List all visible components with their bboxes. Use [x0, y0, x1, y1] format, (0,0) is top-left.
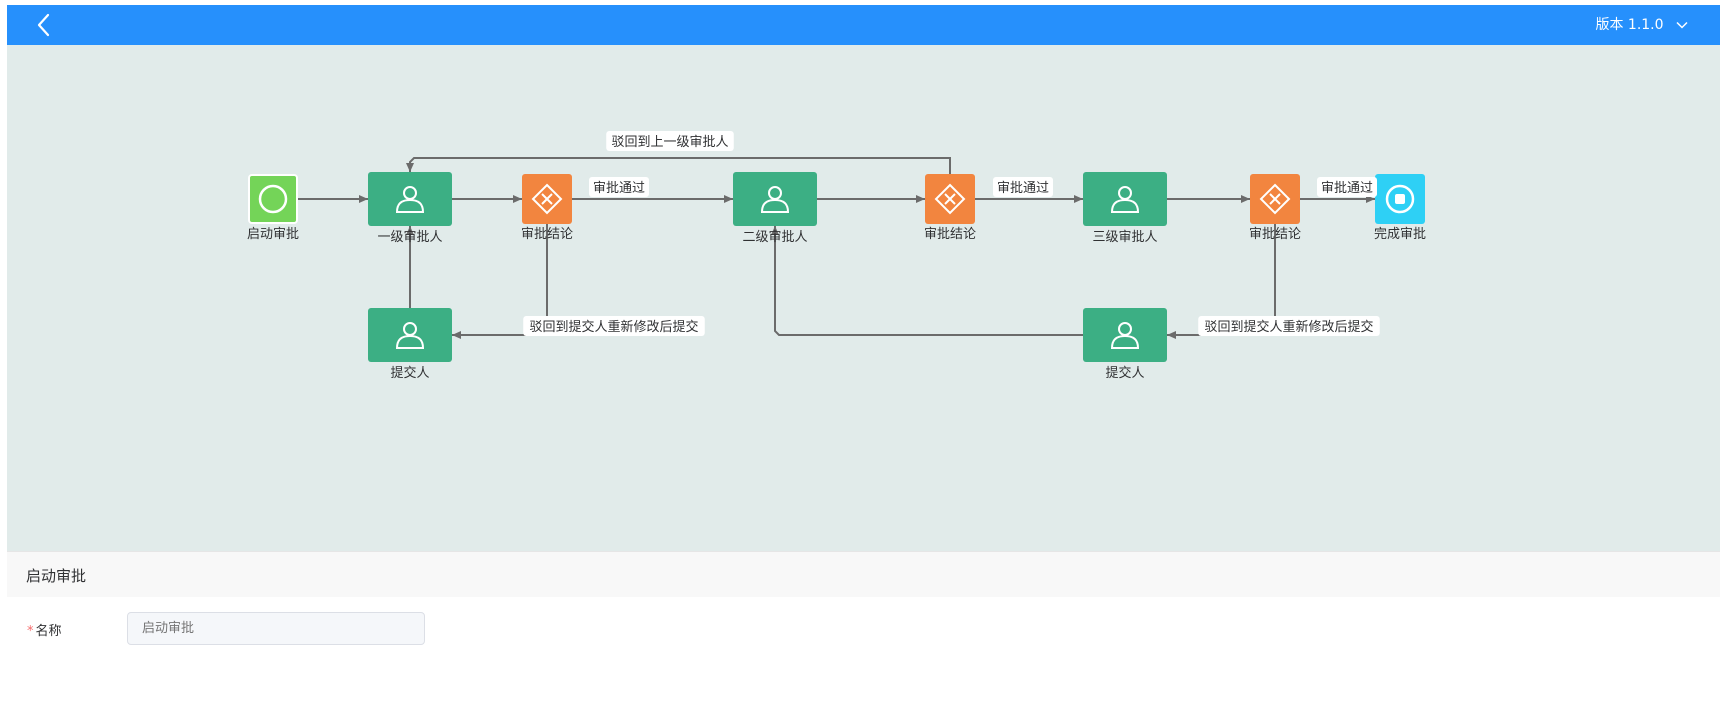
edge-label: 驳回到上一级审批人	[606, 131, 734, 151]
edge-label-text: 驳回到提交人重新修改后提交	[1204, 319, 1373, 335]
diamond-x-icon	[934, 183, 966, 215]
node-label: 提交人	[390, 365, 429, 381]
flow-edge-submitter2-approver2[interactable]	[771, 226, 1083, 336]
version-dropdown[interactable]: 版本 1.1.0	[1595, 5, 1688, 45]
top-bar: 版本 1.1.0	[7, 5, 1720, 45]
panel-title: 启动审批	[26, 567, 87, 585]
node-shape	[248, 174, 298, 224]
node-label: 审批结论	[521, 227, 573, 242]
node-label: 审批结论	[1249, 227, 1301, 242]
edge-label-text: 审批通过	[997, 181, 1049, 196]
edge-label-background	[1198, 316, 1380, 336]
node-label: 启动审批	[247, 227, 299, 242]
chevron-left-icon	[37, 13, 50, 37]
flow-node-submitter1[interactable]: 提交人	[368, 308, 452, 381]
app-frame: 版本 1.1.0 启动审批 一级审批人 审批结论 二级审批人 审批结论 三级审批人 审批结论…	[7, 5, 1720, 723]
edge-label-text: 审批通过	[1321, 181, 1373, 196]
edge-label-text: 驳回到上一级审批人	[611, 135, 728, 150]
flow-edge-gateway2-approver1[interactable]	[406, 157, 951, 174]
workflow-canvas[interactable]: 启动审批 一级审批人 审批结论 二级审批人 审批结论 三级审批人 审批结论 完成审批提交人 提交…	[7, 45, 1720, 551]
flow-node-gateway1[interactable]: 审批结论	[521, 174, 573, 242]
edge-label: 驳回到提交人重新修改后提交	[1198, 316, 1380, 336]
name-field-label: *名称	[27, 624, 62, 639]
chevron-down-icon	[1676, 21, 1688, 29]
node-label: 一级审批人	[377, 230, 442, 245]
flow-node-approver1[interactable]: 一级审批人	[368, 172, 452, 245]
flow-node-approver2[interactable]: 二级审批人	[733, 172, 817, 245]
user-icon	[760, 186, 790, 213]
edge-label-background	[589, 177, 649, 197]
flow-node-approver3[interactable]: 三级审批人	[1083, 172, 1167, 245]
edge-label-text: 审批通过	[593, 181, 645, 196]
properties-panel-header: 启动审批	[7, 551, 1720, 597]
diamond-x-icon	[531, 183, 563, 215]
user-icon	[1110, 186, 1140, 213]
edge-label-background	[993, 177, 1053, 197]
flow-node-gateway3[interactable]: 审批结论	[1249, 174, 1301, 242]
node-label: 完成审批	[1374, 227, 1426, 242]
user-icon	[395, 186, 425, 213]
edge-label: 审批通过	[1317, 177, 1377, 197]
flow-node-gateway2[interactable]: 审批结论	[924, 174, 976, 242]
stop-circle-icon	[1385, 184, 1415, 214]
circle-icon	[258, 184, 288, 214]
flow-node-submitter2[interactable]: 提交人	[1083, 308, 1167, 381]
required-asterisk: *	[27, 624, 34, 639]
diamond-x-icon	[1259, 183, 1291, 215]
name-input[interactable]	[127, 612, 425, 645]
edge-label-background	[523, 316, 705, 336]
edge-label: 审批通过	[993, 177, 1053, 197]
flow-node-start[interactable]: 启动审批	[247, 174, 299, 242]
user-icon	[1110, 322, 1140, 349]
version-label: 版本 1.1.0	[1595, 17, 1664, 33]
node-label: 三级审批人	[1092, 230, 1157, 245]
node-label: 审批结论	[924, 227, 976, 242]
edge-label-background	[1317, 177, 1377, 197]
edge-label-background	[606, 131, 734, 151]
node-label: 提交人	[1105, 365, 1144, 381]
edge-label-text: 驳回到提交人重新修改后提交	[529, 319, 698, 335]
node-label: 二级审批人	[742, 230, 807, 245]
edge-label: 驳回到提交人重新修改后提交	[523, 316, 705, 336]
flow-node-end[interactable]: 完成审批	[1374, 174, 1426, 242]
user-icon	[395, 322, 425, 349]
edge-label: 审批通过	[589, 177, 649, 197]
back-button[interactable]	[33, 12, 57, 38]
